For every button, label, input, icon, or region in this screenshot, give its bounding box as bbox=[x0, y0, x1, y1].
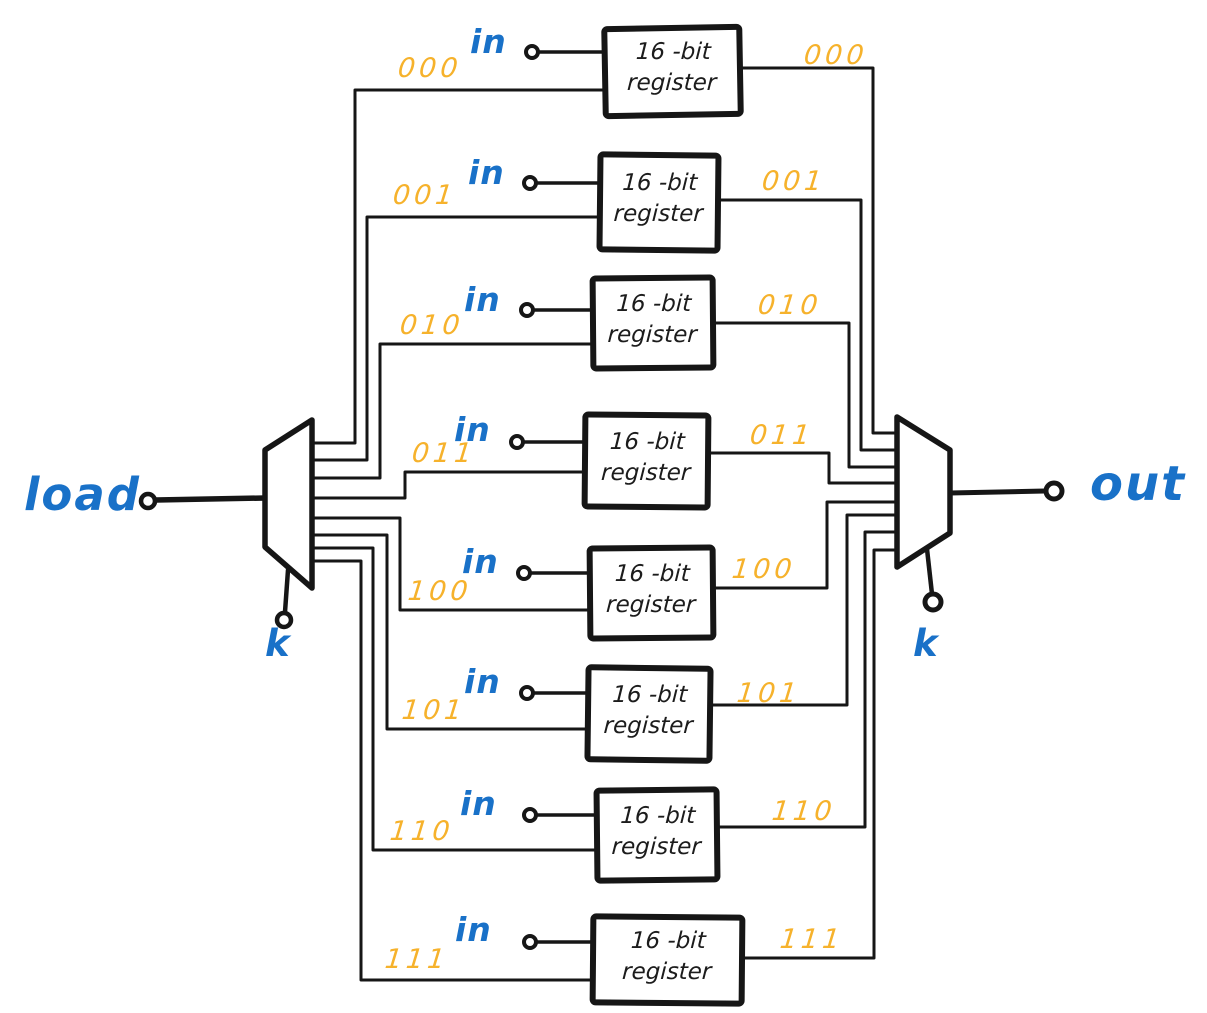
register-box-011 bbox=[581, 411, 712, 511]
load-label: load bbox=[24, 468, 141, 521]
in-terminal-010 bbox=[519, 302, 535, 318]
demux-select-label: k bbox=[265, 622, 290, 665]
demux-select-wire bbox=[282, 567, 291, 615]
wire-out-000 bbox=[738, 66, 899, 435]
register-box-001 bbox=[596, 151, 722, 254]
wire-load-001 bbox=[310, 215, 602, 462]
address-label-right-110: 110 bbox=[770, 796, 838, 827]
wire-load-110 bbox=[310, 546, 599, 852]
address-label-right-000: 000 bbox=[802, 40, 870, 71]
wire-out-110 bbox=[715, 530, 899, 829]
wire-out-010 bbox=[711, 321, 899, 469]
address-label-left-011: 011 bbox=[410, 438, 478, 469]
register-box-100 bbox=[586, 544, 717, 642]
in-terminal-110 bbox=[522, 807, 538, 823]
address-label-left-010: 010 bbox=[398, 310, 466, 341]
address-label-right-010: 010 bbox=[756, 290, 824, 321]
in-terminal-111 bbox=[522, 934, 538, 950]
register-box-111 bbox=[589, 913, 746, 1007]
in-label-000: in bbox=[470, 22, 507, 61]
mux-select-terminal bbox=[922, 591, 944, 613]
wire-out-011 bbox=[706, 451, 899, 485]
register-box-000 bbox=[601, 23, 744, 120]
wire-load-011 bbox=[310, 470, 587, 500]
mux-select-wire bbox=[924, 546, 935, 597]
wire-out-111 bbox=[740, 548, 899, 960]
address-label-right-011: 011 bbox=[748, 420, 816, 451]
address-label-left-001: 001 bbox=[391, 180, 459, 211]
in-label-111: in bbox=[455, 910, 492, 949]
wire-out-output bbox=[947, 488, 1048, 496]
in-terminal-011 bbox=[509, 434, 525, 450]
register-box-010 bbox=[589, 274, 717, 372]
address-label-left-110: 110 bbox=[388, 816, 456, 847]
address-label-right-100: 100 bbox=[730, 554, 798, 585]
wire-out-100 bbox=[711, 500, 899, 590]
address-label-left-101: 101 bbox=[400, 695, 468, 726]
in-label-011: in bbox=[454, 410, 491, 449]
wire-out-101 bbox=[708, 513, 899, 707]
demux-shape bbox=[262, 417, 315, 591]
address-label-right-101: 101 bbox=[735, 678, 803, 709]
in-terminal-100 bbox=[516, 565, 532, 581]
demux-select-terminal bbox=[274, 610, 294, 630]
wire-load-input bbox=[153, 495, 268, 503]
in-label-001: in bbox=[468, 153, 505, 192]
in-label-100: in bbox=[462, 542, 499, 581]
in-terminal-001 bbox=[522, 175, 538, 191]
wire-out-001 bbox=[716, 198, 899, 452]
in-label-010: in bbox=[464, 280, 501, 319]
out-label: out bbox=[1090, 456, 1187, 512]
register-box-101 bbox=[584, 664, 714, 764]
address-label-left-111: 111 bbox=[383, 944, 451, 975]
address-label-right-111: 111 bbox=[778, 924, 846, 955]
address-label-right-001: 001 bbox=[760, 166, 828, 197]
register-box-110 bbox=[593, 786, 721, 884]
in-label-110: in bbox=[460, 784, 497, 823]
wire-load-010 bbox=[310, 342, 595, 480]
mux-shape bbox=[894, 414, 953, 570]
mux-select-label: k bbox=[913, 622, 938, 665]
wire-load-111 bbox=[310, 559, 595, 982]
in-terminal-000 bbox=[524, 44, 540, 60]
out-terminal bbox=[1043, 480, 1065, 502]
wire-load-101 bbox=[310, 533, 590, 731]
in-terminal-101 bbox=[519, 685, 535, 701]
in-label-101: in bbox=[464, 662, 501, 701]
address-label-left-100: 100 bbox=[406, 576, 474, 607]
wire-load-100 bbox=[310, 516, 592, 612]
address-label-left-000: 000 bbox=[396, 53, 464, 84]
load-terminal bbox=[138, 491, 158, 511]
wire-load-000 bbox=[310, 88, 607, 445]
